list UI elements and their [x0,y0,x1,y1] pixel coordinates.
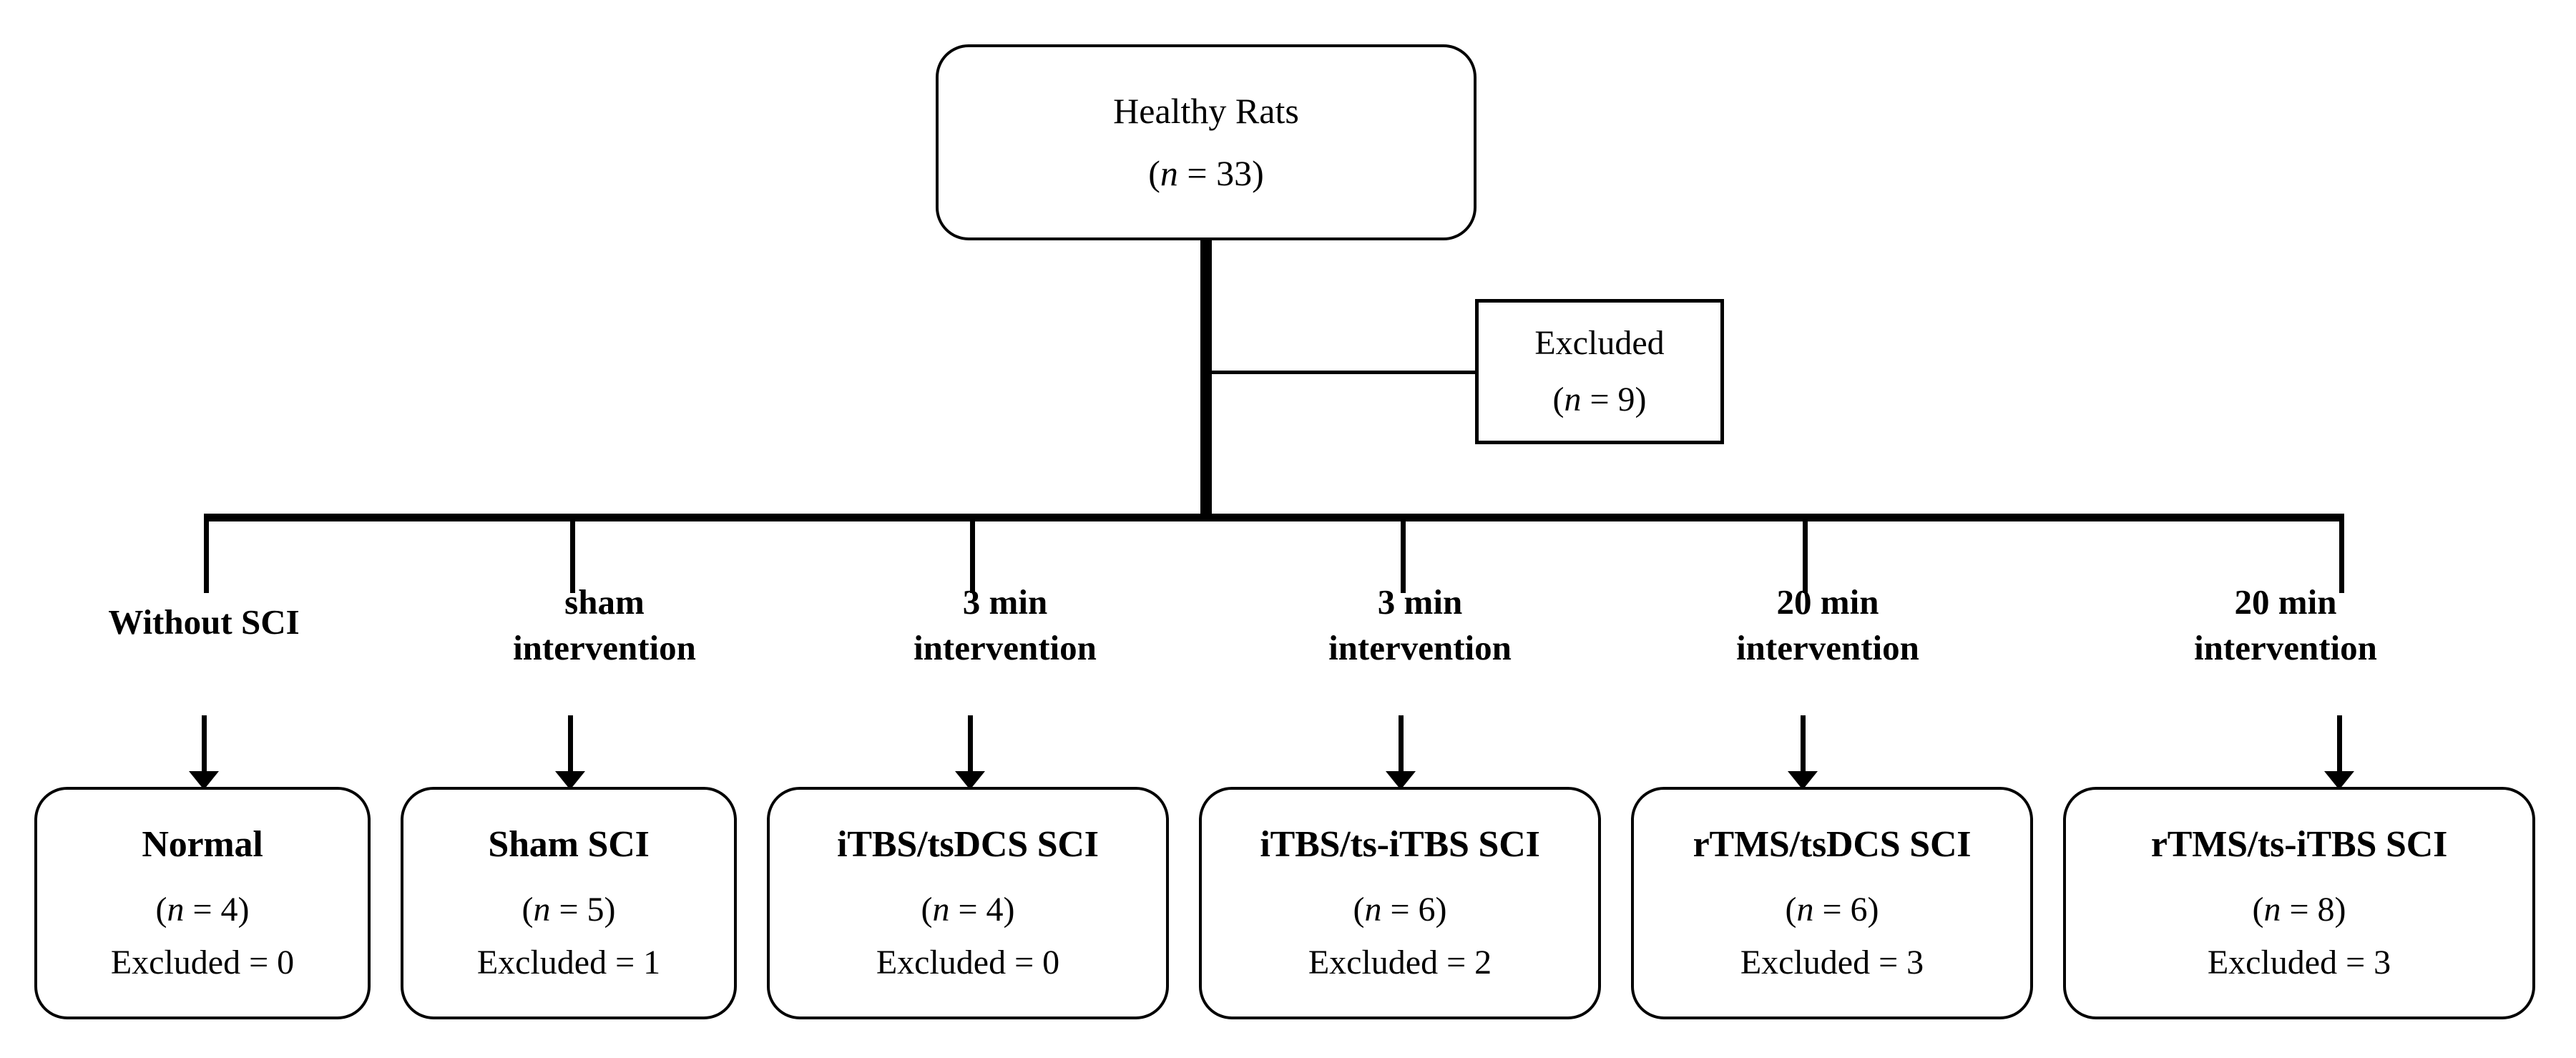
paren-open: ( [921,891,933,929]
n-value: = 33) [1177,153,1264,193]
n-value: = 6) [1813,891,1879,929]
paren-open: ( [521,891,534,929]
arrow-shaft-1 [202,715,207,774]
branch-caption-3: 3 min intervention [914,582,1097,667]
n-symbol: n [1160,153,1178,193]
connector-excluded [1212,371,1478,374]
connector-distribution-bus [204,514,2344,521]
node-sham-sci[interactable]: Sham SCI (n = 5) Excluded = 1 [401,787,737,1019]
connector-drop-1 [204,521,209,593]
connector-drop-4 [1401,521,1406,593]
node-excluded-count: (n = 9) [1552,376,1646,424]
paren-open: ( [1148,153,1160,193]
node-excluded-label: Excluded [1534,324,1665,363]
n-symbol: n [167,891,185,929]
connector-drop-3 [970,521,975,593]
node-sham-sci-excluded: Excluded = 1 [476,944,661,982]
arrow-head-5 [1788,771,1818,790]
connector-root-stem [1200,240,1212,519]
node-normal[interactable]: Normal (n = 4) Excluded = 0 [34,787,371,1019]
connector-drop-2 [570,521,575,593]
node-sham-sci-count: (n = 5) [521,886,615,934]
connector-drop-5 [1803,521,1808,593]
paren-open: ( [155,891,167,929]
node-itbs-tsdcs-sci-excluded: Excluded = 0 [876,944,1060,982]
arrow-head-2 [555,771,585,790]
paren-open: ( [1552,380,1564,418]
node-rtms-ts-itbs-sci-count: (n = 8) [2252,886,2346,934]
paren-open: ( [1353,891,1365,929]
arrow-shaft-4 [1399,715,1404,774]
arrow-shaft-6 [2337,715,2342,774]
branch-caption-5: 20 min intervention [1736,582,1919,667]
n-symbol: n [1796,891,1814,929]
n-value: = 9) [1581,380,1647,418]
n-value: = 6) [1381,891,1447,929]
n-symbol: n [932,891,950,929]
node-normal-excluded: Excluded = 0 [110,944,295,982]
branch-caption-4: 3 min intervention [1328,582,1512,667]
node-normal-title: Normal [142,824,263,866]
node-rtms-ts-itbs-sci[interactable]: rTMS/ts-iTBS SCI (n = 8) Excluded = 3 [2063,787,2535,1019]
arrow-shaft-3 [968,715,973,774]
node-normal-count: (n = 4) [155,886,249,934]
node-rtms-tsdcs-sci[interactable]: rTMS/tsDCS SCI (n = 6) Excluded = 3 [1631,787,2033,1019]
node-itbs-ts-itbs-sci[interactable]: iTBS/ts-iTBS SCI (n = 6) Excluded = 2 [1199,787,1601,1019]
node-sham-sci-title: Sham SCI [488,824,650,866]
node-rtms-tsdcs-sci-title: rTMS/tsDCS SCI [1693,824,1972,866]
branch-caption-6: 20 min intervention [2194,582,2377,667]
paren-open: ( [1785,891,1797,929]
n-symbol: n [2263,891,2281,929]
branch-caption-2: sham intervention [513,582,696,667]
node-rtms-ts-itbs-sci-excluded: Excluded = 3 [2207,944,2391,982]
n-symbol: n [533,891,551,929]
arrow-head-6 [2324,771,2354,790]
n-symbol: n [1564,380,1582,418]
branch-caption-1: Without SCI [108,602,300,642]
node-itbs-tsdcs-sci[interactable]: iTBS/tsDCS SCI (n = 4) Excluded = 0 [767,787,1169,1019]
node-itbs-ts-itbs-sci-excluded: Excluded = 2 [1308,944,1492,982]
arrow-head-3 [955,771,985,790]
arrow-head-1 [189,771,219,790]
node-rtms-tsdcs-sci-excluded: Excluded = 3 [1740,944,1924,982]
arrow-shaft-5 [1801,715,1806,774]
node-healthy-rats-label: Healthy Rats [1113,91,1299,131]
node-rtms-ts-itbs-sci-title: rTMS/ts-iTBS SCI [2150,824,2448,866]
node-healthy-rats-count: (n = 33) [1148,148,1264,199]
arrow-shaft-2 [568,715,573,774]
node-rtms-tsdcs-sci-count: (n = 6) [1785,886,1879,934]
node-itbs-tsdcs-sci-count: (n = 4) [921,886,1014,934]
node-itbs-ts-itbs-sci-title: iTBS/ts-iTBS SCI [1260,824,1540,866]
n-value: = 4) [184,891,250,929]
node-itbs-ts-itbs-sci-count: (n = 6) [1353,886,1446,934]
node-itbs-tsdcs-sci-title: iTBS/tsDCS SCI [837,824,1099,866]
n-value: = 4) [949,891,1015,929]
n-value: = 8) [2281,891,2346,929]
arrow-head-4 [1386,771,1416,790]
n-symbol: n [1364,891,1382,929]
paren-open: ( [2252,891,2264,929]
node-excluded[interactable]: Excluded (n = 9) [1475,299,1724,444]
n-value: = 5) [550,891,616,929]
node-healthy-rats[interactable]: Healthy Rats (n = 33) [936,44,1476,240]
connector-drop-6 [2339,521,2344,593]
